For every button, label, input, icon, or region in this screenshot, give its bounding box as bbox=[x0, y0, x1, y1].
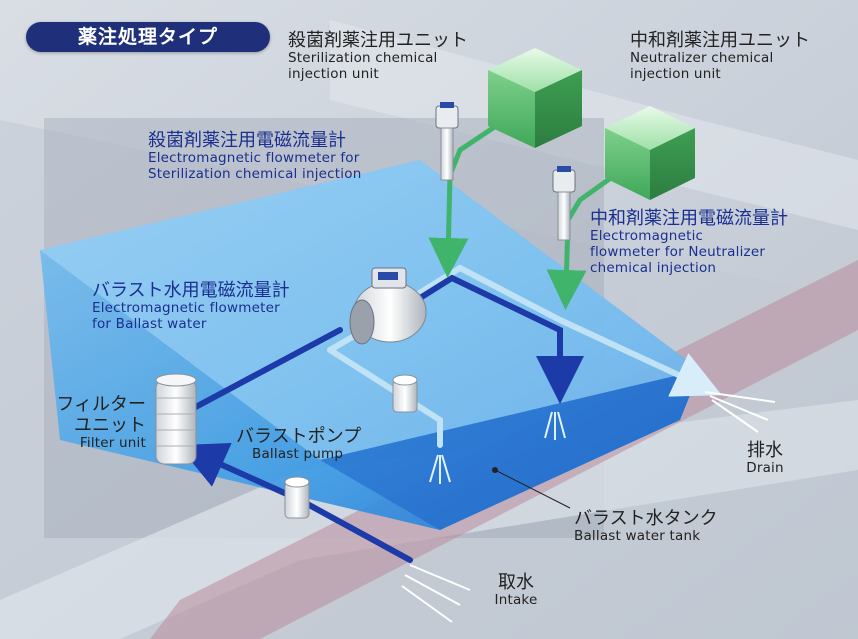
sterilization-flowmeter-en1: Electromagnetic flowmeter for bbox=[148, 150, 360, 167]
sterilization-unit-jp: 殺菌剤薬注用ユニット bbox=[288, 30, 468, 51]
intake-label: 取水 Intake bbox=[488, 572, 544, 609]
neutralizer-unit-en2: injection unit bbox=[630, 66, 721, 83]
ballast-pump-icon bbox=[392, 374, 418, 413]
sterilization-unit-box bbox=[488, 48, 582, 148]
ballast-flowmeter-icon bbox=[349, 267, 427, 345]
ballast-flowmeter-label: バラスト水用電磁流量計 Electromagnetic flowmeter fo… bbox=[92, 280, 290, 333]
neutralizer-flowmeter-en3: chemical injection bbox=[590, 260, 717, 277]
drain-en: Drain bbox=[746, 460, 784, 477]
neutralizer-flowmeter-icon bbox=[552, 166, 576, 241]
filter-unit-jp2: ユニット bbox=[74, 415, 146, 437]
sterilization-flowmeter-jp: 殺菌剤薬注用電磁流量計 bbox=[148, 130, 346, 151]
filter-unit-label: フィルター ユニット Filter unit bbox=[30, 394, 146, 452]
filter-unit-icon bbox=[155, 373, 197, 465]
ballast-tank-en: Ballast water tank bbox=[574, 528, 701, 545]
ballast-pump-en: Ballast pump bbox=[252, 446, 344, 463]
ballast-tank-jp: バラスト水タンク bbox=[574, 508, 718, 529]
neutralizer-unit-label: 中和剤薬注用ユニット Neutralizer chemical injectio… bbox=[630, 30, 810, 83]
tank-leader-dot bbox=[492, 467, 498, 473]
filter-unit-en: Filter unit bbox=[79, 435, 146, 452]
treatment-type-badge: 薬注処理タイプ bbox=[26, 22, 270, 52]
neutralizer-flowmeter-en1: Electromagnetic bbox=[590, 228, 704, 245]
sterilization-unit-label: 殺菌剤薬注用ユニット Sterilization chemical inject… bbox=[288, 30, 468, 83]
ballast-flowmeter-jp: バラスト水用電磁流量計 bbox=[92, 280, 290, 301]
ballast-tank-label: バラスト水タンク Ballast water tank bbox=[574, 508, 718, 545]
chemical-pipes bbox=[428, 117, 618, 310]
neutralizer-unit-en1: Neutralizer chemical bbox=[630, 50, 774, 67]
intake-jp: 取水 bbox=[498, 572, 534, 593]
sterilization-unit-en2: injection unit bbox=[288, 66, 379, 83]
sterilization-unit-en1: Sterilization chemical bbox=[288, 50, 438, 67]
neutralizer-flowmeter-jp: 中和剤薬注用電磁流量計 bbox=[590, 208, 788, 229]
sterilization-flowmeter-en2: Sterilization chemical injection bbox=[148, 166, 362, 183]
ballast-flowmeter-en1: Electromagnetic flowmeter bbox=[92, 300, 280, 317]
tank-leader-line bbox=[494, 469, 571, 509]
intake-pump-icon bbox=[284, 476, 310, 519]
ballast-pump-label: バラストポンプ Ballast pump bbox=[236, 426, 361, 463]
drain-flow-arrows bbox=[704, 391, 776, 433]
ballast-pump-jp: バラストポンプ bbox=[236, 426, 362, 447]
sterilization-flowmeter-icon bbox=[435, 102, 459, 181]
neutralizer-flowmeter-label: 中和剤薬注用電磁流量計 Electromagnetic flowmeter fo… bbox=[590, 208, 788, 277]
intake-en: Intake bbox=[494, 592, 538, 609]
drain-label: 排水 Drain bbox=[735, 440, 795, 477]
neutralizer-flowmeter-en2: flowmeter for Neutralizer bbox=[590, 244, 766, 261]
filter-unit-jp1: フィルター bbox=[56, 394, 146, 415]
drain-jp: 排水 bbox=[747, 440, 783, 461]
tank-bubbles bbox=[429, 411, 566, 484]
ballast-flowmeter-en2: for Ballast water bbox=[92, 316, 207, 333]
neutralizer-unit-jp: 中和剤薬注用ユニット bbox=[630, 30, 810, 51]
intake-flow-arrows bbox=[401, 564, 471, 623]
sterilization-flowmeter-label: 殺菌剤薬注用電磁流量計 Electromagnetic flowmeter fo… bbox=[148, 130, 361, 183]
neutralizer-unit-box bbox=[605, 106, 695, 200]
